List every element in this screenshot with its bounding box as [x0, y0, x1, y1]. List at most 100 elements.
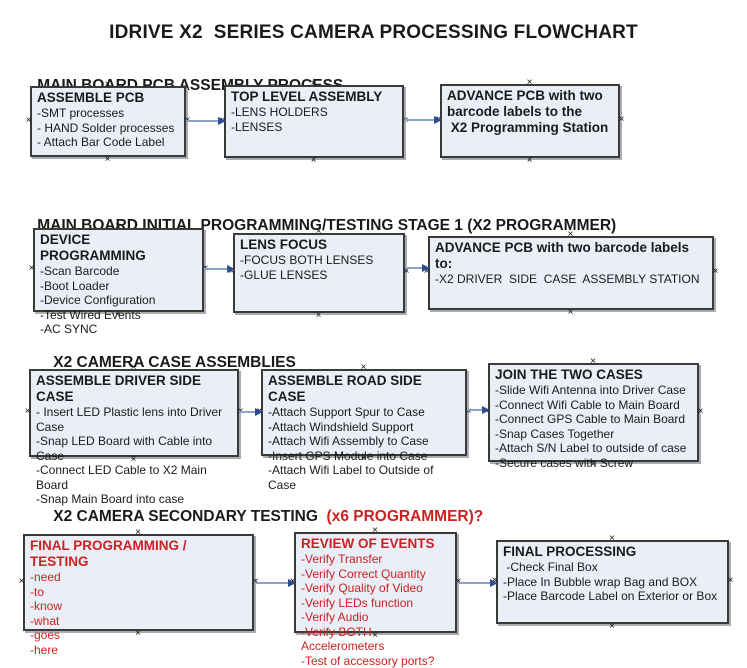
box-line: -Attach S/N Label to outside of case — [495, 441, 687, 456]
box-advance-pcb-to-driver-side-station[interactable]: ADVANCE PCB with two barcode labels to: … — [428, 236, 714, 310]
box-line: -know — [30, 599, 63, 614]
box-line: -Place Barcode Label on Exterior or Box — [503, 589, 718, 604]
box-lines: -X2 DRIVER SIDE CASE ASSEMBLY STATION — [435, 272, 707, 287]
box-lines: -LENS HOLDERS-LENSES — [231, 105, 397, 134]
connector-anchor-icon — [315, 312, 322, 319]
box-line: -LENS HOLDERS — [231, 105, 328, 120]
box-lines: - Insert LED Plastic lens into Driver Ca… — [36, 405, 232, 507]
connector-anchor-icon — [697, 408, 704, 415]
box-title: ADVANCE PCB with two barcode labels to t… — [447, 88, 609, 136]
box-line: -Place In Bubble wrap Bag and BOX — [503, 574, 698, 589]
box-line: - Attach Bar Code Label — [37, 135, 165, 150]
box-line: -Test Wired Events — [40, 307, 141, 322]
connector-anchor-icon — [28, 265, 35, 272]
arrow-head-icon — [218, 117, 226, 125]
box-line: -Verify BOTH Accelerometers — [301, 624, 385, 654]
arrow-head-icon — [255, 408, 263, 416]
section-heading-text: X2 CAMERA SECONDARY TESTING — [53, 508, 327, 525]
connector-anchor-icon — [567, 309, 574, 316]
arrow-line — [204, 268, 233, 270]
arrow-head-icon — [482, 406, 490, 414]
box-lens-focus[interactable]: LENS FOCUS -FOCUS BOTH LENSES-GLUE LENSE… — [233, 233, 405, 313]
connector-anchor-icon — [526, 79, 533, 86]
flow-connector-toplevel-to-advance[interactable] — [404, 116, 442, 124]
box-line: -Device Configuration — [40, 293, 156, 308]
box-line: -Snap Cases Together — [495, 426, 615, 441]
box-line: - Insert LED Plastic lens into Driver Ca… — [36, 405, 226, 434]
box-lines: -Check Final Box-Place In Bubble wrap Ba… — [503, 560, 722, 604]
arrow-head-icon — [490, 579, 498, 587]
box-device-programming[interactable]: DEVICE PROGRAMMING -Scan Barcode-Boot Lo… — [33, 228, 204, 336]
arrow-line — [405, 267, 428, 269]
flow-connector-lensfocus-to-advance[interactable] — [405, 264, 430, 272]
box-lines: -Scan Barcode-Boot Loader-Device Configu… — [40, 264, 197, 337]
connector-anchor-icon — [310, 157, 317, 164]
box-line: -AC SYNC — [40, 322, 98, 337]
box-line: -Verify Correct Quantity — [301, 566, 426, 581]
connector-anchor-icon — [403, 268, 410, 275]
flow-connector-review-to-finalproc[interactable] — [457, 579, 498, 587]
box-line: -Connect GPS Cable to Main Board — [495, 412, 686, 427]
connector-anchor-icon — [18, 578, 25, 585]
box-title: REVIEW OF EVENTS — [301, 536, 435, 551]
box-line: -Attach Windshield Support — [268, 419, 414, 434]
box-line: -Attach Support Spur to Case — [268, 405, 425, 420]
box-line: -goes — [30, 628, 61, 643]
arrow-head-icon — [434, 116, 442, 124]
box-line: - HAND Solder processes — [37, 120, 175, 135]
box-line: -Verify LEDs function — [301, 595, 414, 610]
box-line: -LENSES — [231, 119, 283, 134]
section-heading-text: X2 CAMERA CASE ASSEMBLIES — [53, 354, 296, 371]
box-title: DEVICE PROGRAMMING — [40, 232, 146, 264]
box-line: -Boot Loader — [40, 278, 110, 293]
arrow-line — [467, 409, 488, 411]
box-line: -Verify Transfer — [301, 552, 383, 567]
box-review-of-events[interactable]: REVIEW OF EVENTS -Verify Transfer-Verify… — [294, 532, 457, 668]
connector-anchor-icon — [104, 156, 111, 163]
arrow-line — [186, 120, 224, 122]
box-top-level-assembly[interactable]: TOP LEVEL ASSEMBLY -LENS HOLDERS-LENSES — [224, 85, 404, 158]
connector-anchor-icon — [618, 116, 625, 123]
box-line: -Scan Barcode — [40, 264, 120, 279]
box-final-processing[interactable]: FINAL PROCESSING -Check Final Box-Place … — [496, 540, 729, 624]
box-title: ADVANCE PCB with two barcode labels to: — [435, 240, 693, 272]
flow-connector-roadside-to-join[interactable] — [467, 406, 490, 414]
box-final-programming-testing[interactable]: FINAL PROGRAMMING / TESTING -need-to-kno… — [23, 534, 254, 657]
box-line: -X2 DRIVER SIDE CASE ASSEMBLY STATION — [435, 272, 700, 287]
connector-anchor-icon — [590, 358, 597, 365]
box-line: -need — [30, 570, 61, 585]
box-title: ASSEMBLE PCB — [37, 90, 145, 105]
box-lines: -Verify Transfer-Verify Correct Quantity… — [301, 552, 450, 668]
box-line: -Secure cases with Screw — [495, 455, 634, 470]
box-line: -FOCUS BOTH LENSES — [240, 253, 374, 268]
box-join-the-two-cases[interactable]: JOIN THE TWO CASES -Slide Wifi Antenna i… — [488, 363, 699, 470]
box-advance-pcb-to-programming-station[interactable]: ADVANCE PCB with two barcode labels to t… — [440, 84, 620, 158]
box-title: JOIN THE TWO CASES — [495, 367, 643, 382]
box-lines: -SMT processes- HAND Solder processes- A… — [37, 106, 179, 150]
arrow-head-icon — [422, 264, 430, 272]
connector-anchor-icon — [360, 364, 367, 371]
box-title: LENS FOCUS — [240, 237, 328, 252]
section-heading-case-assemblies: X2 CAMERA CASE ASSEMBLIES — [36, 336, 296, 390]
box-line: -Verify Audio — [301, 610, 369, 625]
box-line: -Connect LED Cable to X2 Main Board — [36, 463, 211, 492]
connector-anchor-icon — [24, 408, 31, 415]
box-assemble-road-side-case[interactable]: ASSEMBLE ROAD SIDE CASE -Attach Support … — [261, 369, 467, 492]
arrow-line — [254, 582, 294, 584]
box-assemble-driver-side-case[interactable]: ASSEMBLE DRIVER SIDE CASE - Insert LED P… — [29, 369, 239, 506]
box-title: FINAL PROGRAMMING / TESTING — [30, 538, 191, 570]
box-lines: -need-to-know-what-goes-here — [30, 570, 247, 657]
flow-connector-assemble-to-toplevel[interactable] — [186, 117, 226, 125]
connector-anchor-icon — [609, 535, 616, 542]
box-line: -SMT processes — [37, 106, 125, 121]
flow-connector-device-to-lensfocus[interactable] — [204, 265, 235, 273]
flow-connector-finalprog-to-review[interactable] — [254, 579, 296, 587]
box-line: -Test of accessory ports? — [301, 653, 435, 668]
connector-anchor-icon — [526, 157, 533, 164]
box-assemble-pcb[interactable]: ASSEMBLE PCB -SMT processes- HAND Solder… — [30, 86, 186, 157]
flow-connector-driverside-to-roadside[interactable] — [239, 408, 263, 416]
box-line: -Attach Wifi Assembly to Case — [268, 434, 429, 449]
page-title: IDRIVE X2 SERIES CAMERA PROCESSING FLOWC… — [109, 22, 638, 43]
box-line: -Verify Quality of Video — [301, 581, 423, 596]
